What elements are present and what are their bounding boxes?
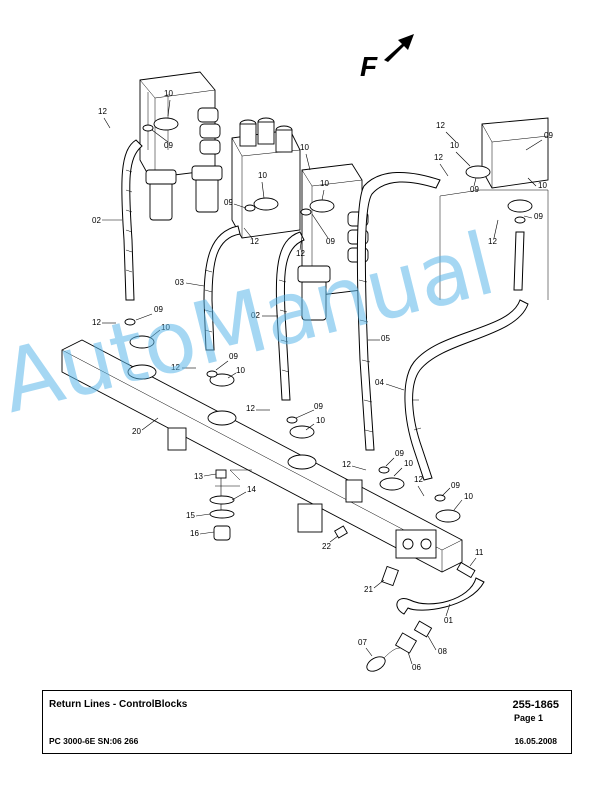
direction-arrow-icon (384, 34, 414, 62)
callout-label: 12 (98, 107, 107, 116)
callout-label: 05 (381, 334, 390, 343)
callout-label: 22 (322, 542, 331, 551)
callout-label: 09 (395, 449, 404, 458)
hose-01 (396, 577, 485, 615)
callout-label: 12 (296, 249, 305, 258)
title-block: Return Lines - ControlBlocks 255-1865 Pa… (42, 690, 572, 754)
fitting-21 (381, 565, 399, 587)
callout-label: 20 (132, 427, 141, 436)
hose-05 (356, 172, 441, 451)
mounting-hardware (209, 469, 252, 541)
callout-label: 10 (316, 416, 325, 425)
callout-label: 11 (475, 548, 484, 557)
callout-label: 13 (194, 472, 203, 481)
callout-label: 04 (375, 378, 384, 387)
callout-label: 09 (451, 481, 460, 490)
filter-assembly (145, 165, 331, 321)
hose-right-upper (513, 231, 525, 291)
drawing-title: Return Lines - ControlBlocks (49, 699, 188, 710)
callout-label: 10 (300, 143, 309, 152)
callout-label: 09 (534, 212, 543, 221)
callout-label: 10 (450, 141, 459, 150)
callout-label: 09 (314, 402, 323, 411)
callout-label: 12 (171, 363, 180, 372)
issue-date: 16.05.2008 (514, 736, 557, 746)
callout-label: 06 (412, 663, 421, 672)
callout-label: 12 (436, 121, 445, 130)
o-rings (124, 124, 526, 502)
callout-label: 09 (544, 131, 553, 140)
control-block-right (439, 117, 549, 300)
callout-label: 09 (164, 141, 173, 150)
callouts: 12 10 09 02 10 09 12 03 10 12 09 02 12 0… (92, 89, 553, 672)
callout-label: 12 (434, 153, 443, 162)
callout-label: 09 (224, 198, 233, 207)
callout-label: 10 (236, 366, 245, 375)
callout-label: 12 (488, 237, 497, 246)
callout-label: 10 (161, 323, 170, 332)
callout-label: 15 (186, 511, 195, 520)
fitting-11 (456, 561, 476, 579)
callout-label: 12 (250, 237, 259, 246)
callout-label: 12 (246, 404, 255, 413)
callout-label: 10 (464, 492, 473, 501)
callout-label: 21 (364, 585, 373, 594)
hose-02-center (275, 231, 305, 401)
model-serial: PC 3000-6E SN:06 266 (49, 736, 139, 746)
callout-label: 10 (538, 181, 547, 190)
callout-label: 10 (320, 179, 329, 188)
callout-label: 02 (92, 216, 101, 225)
direction-marker: F (360, 34, 414, 82)
callout-label: 08 (438, 647, 447, 656)
callout-label: 09 (326, 237, 335, 246)
fitting-06 (394, 632, 418, 654)
callout-label: 12 (92, 318, 101, 327)
callout-label: 01 (444, 616, 453, 625)
callout-label: 12 (342, 460, 351, 469)
control-block-left (139, 71, 221, 179)
callout-label: 03 (175, 278, 184, 287)
callout-label: 10 (258, 171, 267, 180)
hose-03 (203, 225, 241, 351)
callout-label: 09 (154, 305, 163, 314)
callout-label: 16 (190, 529, 199, 538)
callout-label: 14 (247, 485, 256, 494)
fitting-22 (334, 525, 348, 539)
callout-label: 12 (414, 475, 423, 484)
callout-label: 10 (164, 89, 173, 98)
return-manifold (61, 339, 463, 573)
hose-04 (404, 299, 529, 481)
fitting-08 (413, 620, 433, 638)
flange-clamps (129, 117, 533, 523)
callout-label: 09 (229, 352, 238, 361)
page-number: Page 1 (513, 713, 543, 723)
callout-label: 02 (251, 311, 260, 320)
hose-02-left (121, 139, 143, 301)
callout-label: 07 (358, 638, 367, 647)
callout-label: 10 (404, 459, 413, 468)
cap-07 (366, 647, 401, 672)
callout-label: 09 (470, 185, 479, 194)
direction-letter: F (360, 51, 378, 82)
document-number: 255-1865 (512, 699, 560, 711)
